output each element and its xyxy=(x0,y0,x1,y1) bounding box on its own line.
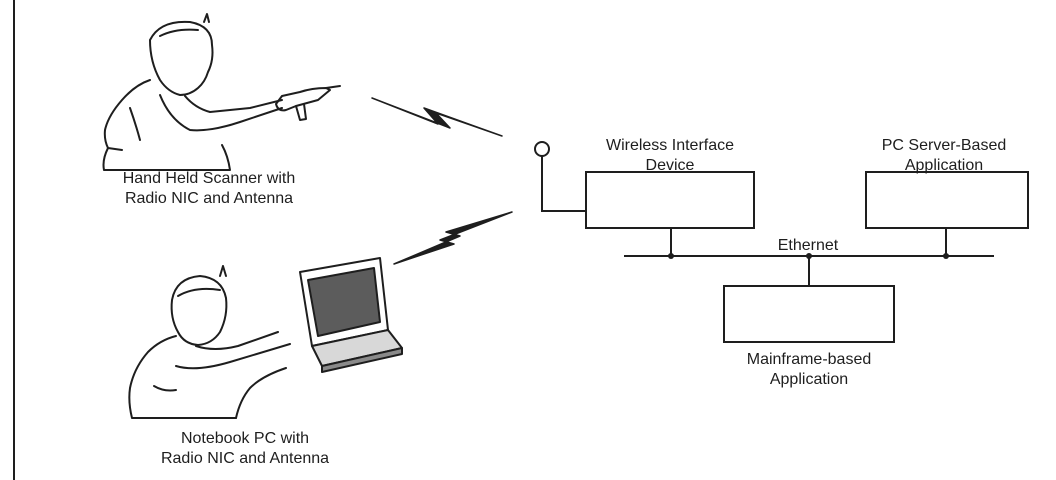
scanner-label-line: Radio NIC and Antenna xyxy=(64,189,354,209)
ethernet-label: Ethernet xyxy=(748,236,868,256)
notebook-label: Notebook PC with Radio NIC and Antenna xyxy=(110,429,380,469)
scanner-label-line: Hand Held Scanner with xyxy=(64,169,354,189)
wireless-interface-device-box xyxy=(586,172,754,228)
mainframe-label: Mainframe-based Application xyxy=(694,350,924,390)
wireless-interface-label: Wireless Interface Device xyxy=(560,136,780,176)
lightning-bolt-icon xyxy=(372,98,502,136)
scanner-label: Hand Held Scanner with Radio NIC and Ant… xyxy=(64,169,354,209)
lightning-bolt-icon xyxy=(394,212,512,264)
wireless-interface-label-line: Wireless Interface xyxy=(560,136,780,156)
mainframe-label-line: Application xyxy=(694,370,924,390)
notebook-pc-illustration xyxy=(300,258,402,372)
notebook-label-line: Radio NIC and Antenna xyxy=(110,449,380,469)
wireless-junction-dot xyxy=(668,253,674,259)
server-junction-dot xyxy=(943,253,949,259)
wireless-interface-label-line: Device xyxy=(560,156,780,176)
mainframe-label-line: Mainframe-based xyxy=(694,350,924,370)
pc-server-label: PC Server-Based Application xyxy=(836,136,1052,176)
pc-server-box xyxy=(866,172,1028,228)
mainframe-box xyxy=(724,286,894,342)
antenna-icon xyxy=(535,142,549,156)
person-notebook-illustration xyxy=(129,266,290,418)
ethernet-label-text: Ethernet xyxy=(748,236,868,256)
notebook-label-line: Notebook PC with xyxy=(110,429,380,449)
pc-server-label-line: PC Server-Based xyxy=(836,136,1052,156)
pc-server-label-line: Application xyxy=(836,156,1052,176)
person-scanner-illustration xyxy=(104,14,341,170)
